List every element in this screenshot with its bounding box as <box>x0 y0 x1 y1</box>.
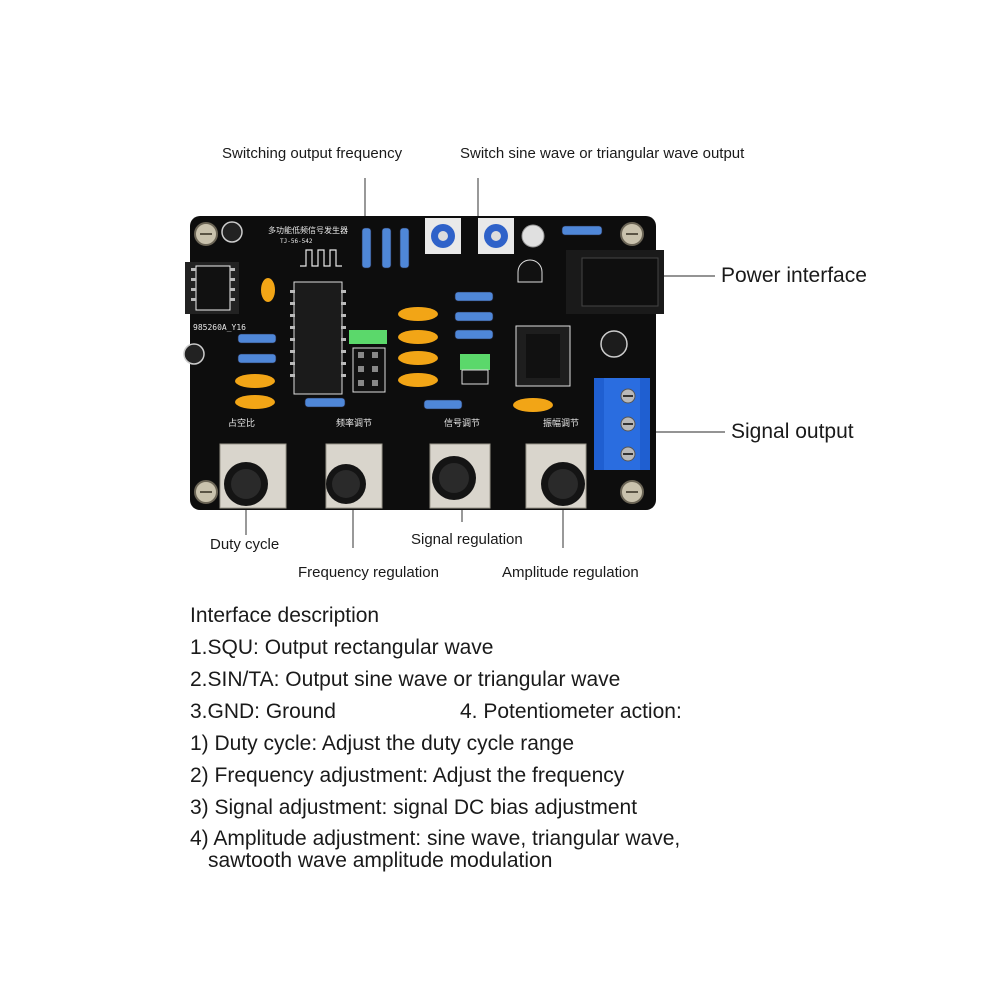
callout-signal-output: Signal output <box>731 420 854 443</box>
knob-label-amplitude: 振幅调节 <box>543 417 579 429</box>
description-item-sin: 2.SIN/TA: Output sine wave or triangular… <box>190 668 621 691</box>
signal-output-terminal <box>594 378 650 470</box>
resistors <box>237 225 603 410</box>
description-item-pot: 4. Potentiometer action: <box>460 700 682 723</box>
trimmer-potentiometers <box>425 218 514 254</box>
interface-description: Interface description 1.SQU: Output rect… <box>190 600 682 872</box>
square-wave-icon <box>300 249 342 267</box>
callout-duty-cycle: Duty cycle <box>210 536 280 553</box>
knob-label-duty: 占空比 <box>228 417 255 429</box>
ceramic-capacitors <box>235 278 553 412</box>
description-sub-amplitude-cont: sawtooth wave amplitude modulation <box>208 849 553 872</box>
callout-signal-regulation: Signal regulation <box>411 531 523 548</box>
led-icon <box>521 224 545 248</box>
callout-amplitude-regulation: Amplitude regulation <box>502 564 639 581</box>
callout-power-interface: Power interface <box>721 264 867 287</box>
jumper-blocks <box>349 330 490 393</box>
callout-switch-frequency: Switching output frequency <box>222 145 403 162</box>
ic-socket-left <box>185 262 239 314</box>
board-serial: 985260A_Y16 <box>193 323 246 332</box>
transistor-icon <box>517 259 543 283</box>
description-row-gnd: 3.GND: Ground 4. Potentiometer action: <box>190 696 682 728</box>
knob-label-freq: 频率调节 <box>336 417 372 429</box>
description-sub-duty: 1) Duty cycle: Adjust the duty cycle ran… <box>190 732 575 755</box>
ic-main <box>290 281 346 395</box>
board-model: TJ-56-542 <box>280 238 313 245</box>
description-item-gnd: 3.GND: Ground <box>190 700 336 723</box>
description-heading: Interface description <box>190 604 380 627</box>
description-item-squ: 1.SQU: Output rectangular wave <box>190 636 494 659</box>
knob-label-signal: 信号调节 <box>444 417 480 429</box>
callout-frequency-regulation: Frequency regulation <box>298 564 439 581</box>
description-sub-frequency: 2) Frequency adjustment: Adjust the freq… <box>190 764 625 787</box>
ic-right <box>515 325 571 387</box>
power-jack <box>566 250 664 314</box>
board-chinese-title: 多功能低频信号发生器 <box>268 225 348 235</box>
description-sub-signal: 3) Signal adjustment: signal DC bias adj… <box>190 796 638 819</box>
pcb-board: 多功能低频信号发生器 TJ-56-542 985260A_Y16 <box>183 216 664 510</box>
description-sub-amplitude: 4) Amplitude adjustment: sine wave, tria… <box>190 827 681 850</box>
callout-switch-wave: Switch sine wave or triangular wave outp… <box>460 145 745 162</box>
electrolytic-capacitors <box>183 221 628 365</box>
rotary-potentiometers <box>219 443 587 509</box>
